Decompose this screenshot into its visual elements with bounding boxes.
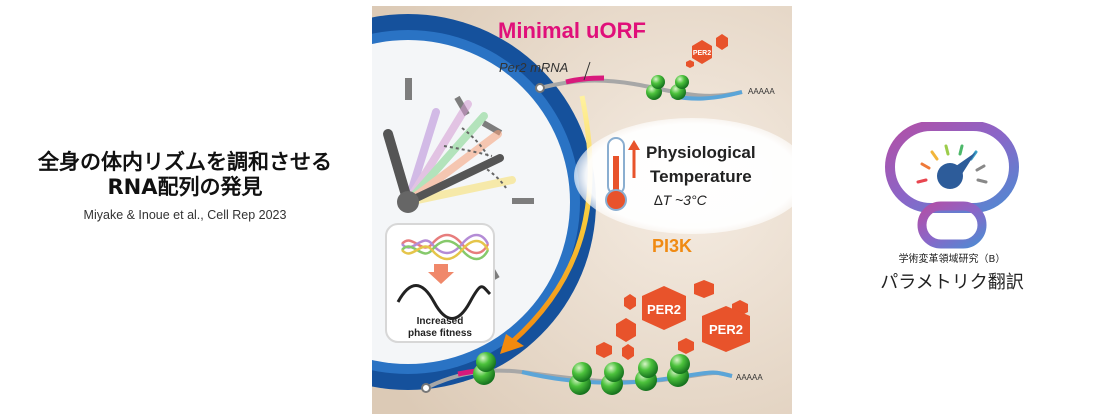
per2-small-label: PER2 [693, 50, 711, 57]
per2-hex-right [702, 306, 750, 352]
ribosome [651, 75, 665, 89]
inset-arrow [428, 264, 454, 284]
temperature-delta: ∆T ~3°C [654, 192, 708, 208]
bottom-mrna: AAAAA [421, 352, 763, 395]
ribosome [476, 352, 496, 372]
pi3k-label: PI3K [652, 236, 692, 256]
temperature-panel: Physiological Temperature ∆T ~3°C [574, 118, 792, 234]
clock-tick-12 [405, 78, 412, 100]
figure-svg: Increased phase fitness Minimal uORF Per… [372, 6, 792, 414]
per2-cluster: PER2 PER2 [596, 280, 750, 360]
inset-label-line1: Increased [417, 316, 464, 327]
gauge-logo-icon [885, 121, 1019, 249]
per2-left-label: PER2 [647, 302, 681, 317]
clock-hour-hand [383, 129, 413, 207]
per2-hex-left [642, 286, 686, 330]
left-caption: 全身の体内リズムを調和させる RNA配列の発見 Miyake & Inoue e… [0, 150, 370, 222]
phase-fitness-inset: Increased phase fitness [385, 223, 495, 343]
top-mrna: Per2 mRNA AAAAA PER2 [499, 34, 775, 101]
brand-label: パラメトリク翻訳 [880, 272, 1024, 293]
department-label: 学術変革領域研究（B） [898, 254, 1006, 265]
inset-wave [396, 284, 492, 320]
per2-right-label: PER2 [709, 322, 743, 337]
clock-center [397, 191, 419, 213]
temperature-line2: Temperature [650, 167, 752, 186]
graphical-abstract: Increased phase fitness Minimal uORF Per… [372, 6, 792, 414]
translation-arrowhead [500, 334, 524, 354]
ribosome [572, 362, 592, 382]
inset-label-line2: phase fitness [408, 328, 472, 339]
ribosome [604, 362, 624, 382]
caption-title-line1: 全身の体内リズムを調和させる [38, 150, 332, 174]
clock-tick-3 [512, 198, 534, 204]
caption-title-line2: RNA配列の発見 [107, 175, 263, 199]
ribosome [675, 75, 689, 89]
per2-small-hex [692, 40, 712, 64]
ribosome [638, 358, 658, 378]
citation: Miyake & Inoue et al., Cell Rep 2023 [83, 208, 287, 222]
temperature-line1: Physiological [646, 143, 756, 162]
polya-bottom: AAAAA [736, 373, 763, 382]
clock-minute-hand [404, 154, 504, 206]
per2-mrna-label: Per2 mRNA [499, 60, 568, 75]
translation-arrow [510, 95, 593, 344]
project-logo: 学術変革領域研究（B） パラメトリク翻訳 [872, 121, 1032, 302]
ribosome [670, 354, 690, 374]
minimal-uorf-heading: Minimal uORF [498, 18, 646, 43]
polya-top: AAAAA [748, 87, 775, 96]
caption-title: 全身の体内リズムを調和させる RNA配列の発見 [0, 150, 370, 200]
